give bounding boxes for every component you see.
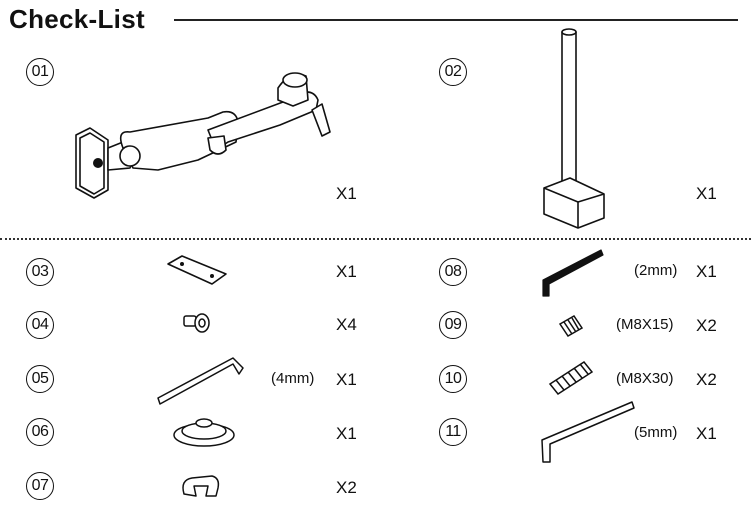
- plate-icon: [167, 255, 227, 285]
- monitor-arm-icon: [75, 72, 331, 199]
- item-number: 02: [439, 58, 467, 86]
- set-screw-icon: [558, 315, 584, 337]
- set-screw-icon: [548, 361, 594, 395]
- item-quantity: X2: [336, 478, 357, 497]
- item-quantity: X1: [336, 262, 357, 281]
- title-rule: [174, 19, 738, 21]
- item-spec: (2mm): [634, 262, 678, 279]
- item-quantity: X1: [696, 262, 717, 281]
- base-plate-icon: [173, 418, 235, 447]
- item-number: 11: [439, 418, 467, 446]
- item-number: 07: [26, 472, 54, 500]
- item-spec: (5mm): [634, 424, 678, 441]
- item-number: 08: [439, 258, 467, 286]
- item-quantity: X1: [696, 184, 717, 203]
- item-quantity: X1: [696, 424, 717, 443]
- item-number: 01: [26, 58, 54, 86]
- item-number: 10: [439, 365, 467, 393]
- item-spec: (M8X30): [616, 370, 674, 387]
- screw-washer-icon: [183, 313, 210, 333]
- item-quantity: X4: [336, 315, 357, 334]
- hex-key-icon: [542, 249, 604, 297]
- item-number: 05: [26, 365, 54, 393]
- item-quantity: X1: [336, 370, 357, 389]
- item-spec: (4mm): [271, 370, 315, 387]
- item-quantity: X1: [336, 184, 357, 203]
- item-spec: (M8X15): [616, 316, 674, 333]
- item-number: 03: [26, 258, 54, 286]
- pole-clamp-icon: [543, 28, 605, 229]
- cable-clip-icon: [182, 475, 220, 497]
- item-number: 06: [26, 418, 54, 446]
- page-title: Check-List: [9, 4, 145, 34]
- section-divider: [0, 238, 751, 240]
- item-quantity: X2: [696, 316, 717, 335]
- item-quantity: X2: [696, 370, 717, 389]
- item-quantity: X1: [336, 424, 357, 443]
- item-number: 09: [439, 311, 467, 339]
- hex-key-icon: [541, 401, 635, 463]
- hex-key-icon: [157, 357, 244, 405]
- item-number: 04: [26, 311, 54, 339]
